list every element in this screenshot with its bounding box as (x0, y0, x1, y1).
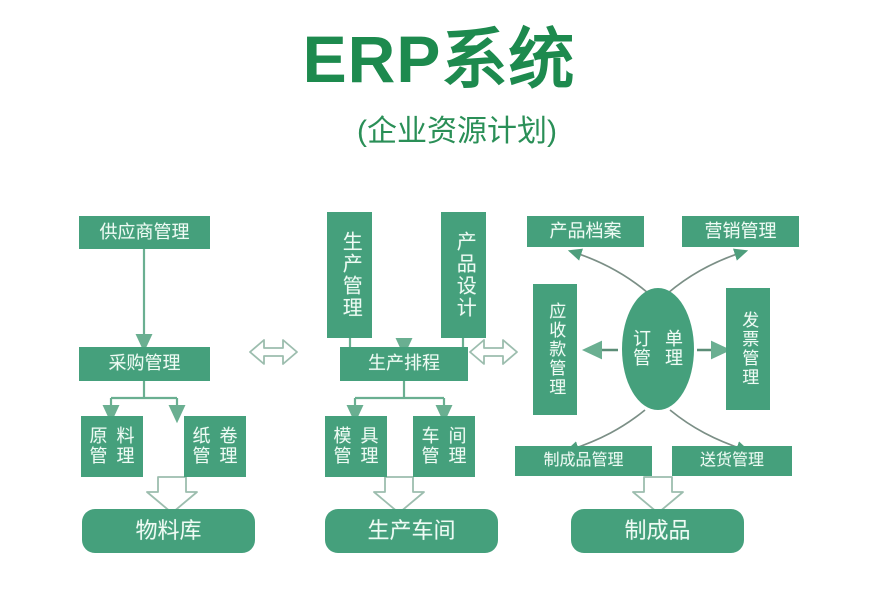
node-raw-material-management[interactable]: 原 料 管 理 (81, 416, 143, 477)
wire-order-to-finished-goods-management (564, 409, 646, 454)
node-char: 理 (665, 348, 683, 368)
node-marketing-management[interactable]: 营销管理 (682, 216, 799, 247)
wire-purchase-to-materials (102, 381, 186, 424)
node-mold-management[interactable]: 模 具 管 理 (325, 416, 387, 477)
node-delivery-management[interactable]: 送货管理 (672, 446, 792, 476)
node-char: 管 (421, 445, 440, 466)
hollow-double-arrow-purchase-scheduling (249, 339, 298, 365)
node-char: 模 (333, 426, 352, 447)
node-finished-goods-management[interactable]: 制成品管理 (515, 446, 652, 476)
node-char: 订 (633, 328, 651, 349)
node-char: 单 (665, 328, 683, 349)
node-receivables-management[interactable]: 应收款管理 (533, 284, 577, 415)
node-char: 车 (421, 426, 440, 447)
hollow-double-arrow-scheduling-receivables (469, 339, 518, 365)
node-invoice-management[interactable]: 发票管理 (726, 288, 770, 410)
node-production-workshop[interactable]: 生产车间 (325, 509, 498, 553)
node-order-management[interactable]: 订 单 管 理 (622, 288, 694, 410)
wire-order-to-delivery-management (669, 409, 751, 454)
node-char: 卷 (219, 426, 238, 447)
node-char: 管 (633, 348, 651, 368)
wire-order-to-product-archive (567, 248, 649, 294)
hollow-arrow-to-material-warehouse (146, 476, 198, 514)
node-char: 具 (360, 426, 379, 447)
node-paper-roll-management[interactable]: 纸 卷 管 理 (184, 416, 246, 477)
node-material-warehouse[interactable]: 物料库 (82, 509, 255, 553)
node-char: 管 (192, 445, 211, 466)
node-production-management[interactable]: 生产管理 (327, 212, 372, 338)
node-finished-goods[interactable]: 制成品 (571, 509, 744, 553)
node-char: 理 (360, 445, 379, 466)
node-production-scheduling[interactable]: 生产排程 (340, 347, 468, 381)
node-char: 管 (89, 445, 108, 466)
node-char: 原 (89, 426, 108, 447)
node-char: 理 (219, 445, 238, 466)
node-char: 理 (448, 445, 467, 466)
node-product-design[interactable]: 产品设计 (441, 212, 486, 338)
node-char: 理 (116, 445, 135, 466)
node-supplier-management[interactable]: 供应商管理 (79, 216, 210, 249)
node-char: 料 (116, 426, 135, 447)
page-title: ERP系统 (302, 22, 576, 96)
node-purchase-management[interactable]: 采购管理 (79, 347, 210, 381)
node-product-archive[interactable]: 产品档案 (527, 216, 644, 247)
page-subtitle: (企业资源计划) (357, 115, 557, 148)
node-char: 管 (333, 445, 352, 466)
node-char: 间 (448, 426, 467, 447)
wire-order-to-marketing (667, 248, 749, 294)
node-char: 纸 (192, 426, 211, 447)
hollow-arrow-to-production-workshop (373, 476, 425, 514)
node-workshop-management[interactable]: 车 间 管 理 (413, 416, 475, 477)
wire-scheduling-to-shop (346, 381, 453, 424)
hollow-arrow-to-finished-goods (632, 476, 684, 514)
